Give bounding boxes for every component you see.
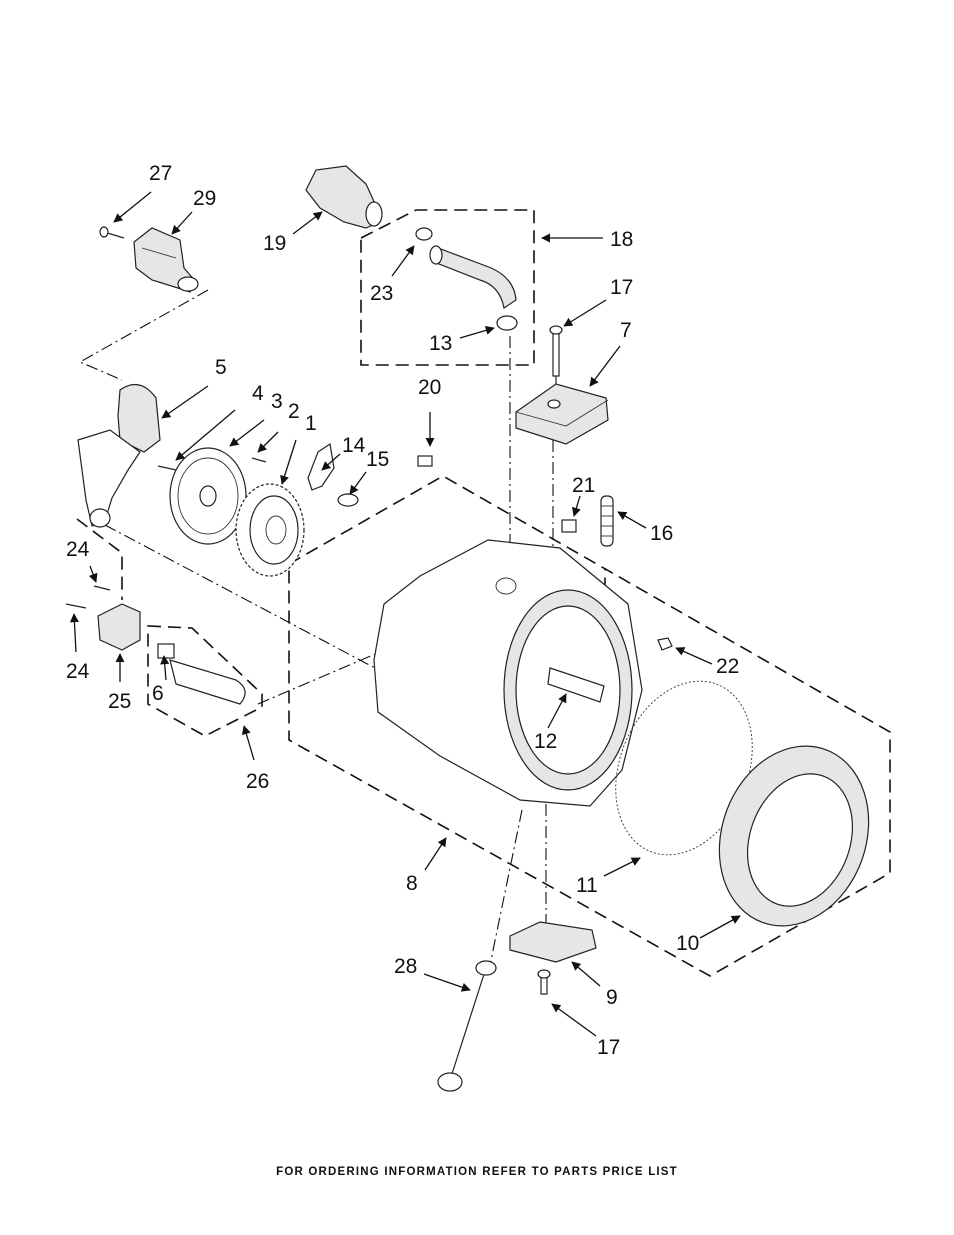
ordering-info-footer: FOR ORDERING INFORMATION REFER TO PARTS … (276, 1166, 678, 1178)
bolt-top (549, 325, 563, 377)
switch-25 (97, 603, 141, 651)
callout-13: 13 (429, 332, 452, 355)
thermistor-part (307, 442, 335, 491)
vent-part (133, 227, 199, 293)
screw-27 (99, 226, 125, 239)
callout-4: 4 (252, 382, 264, 405)
tub-assembly-dashed-box (288, 475, 891, 977)
hose-kit-dashed-box (360, 209, 535, 366)
outer-tub-part (373, 539, 643, 807)
sump-alignment-line (104, 524, 376, 669)
callout-24-lower: 24 (66, 660, 90, 683)
callout-6: 6 (152, 682, 164, 705)
clamp-13 (496, 315, 518, 331)
screw-24b (65, 603, 87, 609)
callout-25: 25 (108, 690, 131, 713)
clamp-23 (415, 227, 433, 241)
callout-15: 15 (366, 448, 389, 471)
callout-9: 9 (606, 986, 618, 1009)
callout-23: 23 (370, 282, 393, 305)
part-21 (561, 519, 577, 533)
callout-27: 27 (149, 162, 172, 185)
spring-part (600, 495, 614, 547)
callout-29: 29 (193, 187, 216, 210)
callout-12: 12 (534, 730, 557, 753)
callout-28: 28 (394, 955, 417, 978)
leader-arrows (69, 191, 741, 1037)
callout-17-top: 17 (610, 276, 633, 299)
callout-17-bottom: 17 (597, 1036, 620, 1059)
callout-19: 19 (263, 232, 286, 255)
callout-21: 21 (572, 474, 595, 497)
heater-kit-dashed-box (147, 625, 263, 737)
callout-18: 18 (610, 228, 633, 251)
front-ring-part (718, 745, 870, 927)
vent-alignment-line (78, 289, 209, 381)
screw-bracket-dashed (76, 518, 123, 600)
callout-10: 10 (676, 932, 699, 955)
screw-24a (93, 585, 111, 591)
screw-3 (157, 465, 177, 471)
rotor-part (235, 483, 305, 577)
callout-14: 14 (342, 434, 366, 457)
heater-part (157, 643, 246, 705)
hose-part (429, 245, 517, 310)
sump-hose-part (77, 383, 161, 528)
foot-9 (509, 921, 597, 963)
callout-1: 1 (305, 412, 317, 435)
callout-2: 2 (288, 400, 300, 423)
callout-8: 8 (406, 872, 418, 895)
bellows-part (305, 165, 383, 229)
damper-line (489, 809, 523, 966)
callout-3: 3 (271, 390, 283, 413)
callout-11: 11 (576, 874, 598, 897)
callout-7: 7 (620, 319, 632, 342)
heater-alignment-line (257, 651, 381, 705)
bolt-2 (251, 457, 267, 463)
clip-15 (337, 493, 359, 507)
callout-5: 5 (215, 356, 227, 379)
callout-16: 16 (650, 522, 673, 545)
pulley-part (169, 447, 247, 545)
part-20 (417, 455, 433, 467)
callout-22: 22 (716, 655, 739, 678)
callout-labels: 27 29 19 18 23 13 17 7 5 4 3 2 1 14 15 2… (66, 162, 739, 1059)
damper-part (437, 960, 497, 1092)
nut-22 (657, 637, 673, 651)
callout-26: 26 (246, 770, 269, 793)
bolt-bottom (537, 969, 551, 995)
callout-24-upper: 24 (66, 538, 90, 561)
counterweight-top (515, 383, 609, 445)
callout-20: 20 (418, 376, 441, 399)
